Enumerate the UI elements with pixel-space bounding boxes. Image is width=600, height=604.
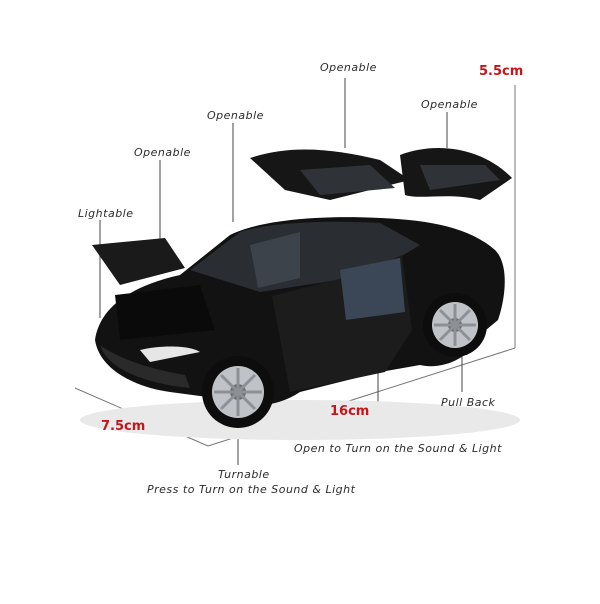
press-sound-light-label: Press to Turn on the Sound & Light xyxy=(147,483,356,496)
openable-left-label: Openable xyxy=(134,146,191,159)
length-dimension: 16cm xyxy=(330,404,370,419)
car-body xyxy=(80,148,520,440)
lightable-label: Lightable xyxy=(78,207,134,220)
turnable-label: Turnable xyxy=(218,468,270,481)
openable-top-label: Openable xyxy=(320,61,377,74)
rear-wheel xyxy=(423,293,487,357)
front-wheel xyxy=(202,356,274,428)
openable-right-label: Openable xyxy=(421,98,478,111)
open-sound-light-label: Open to Turn on the Sound & Light xyxy=(294,442,502,455)
pull-back-label: Pull Back xyxy=(441,396,496,409)
openable-mid-label: Openable xyxy=(207,109,264,122)
width-dimension: 7.5cm xyxy=(101,419,146,434)
height-dimension: 5.5cm xyxy=(479,64,524,79)
